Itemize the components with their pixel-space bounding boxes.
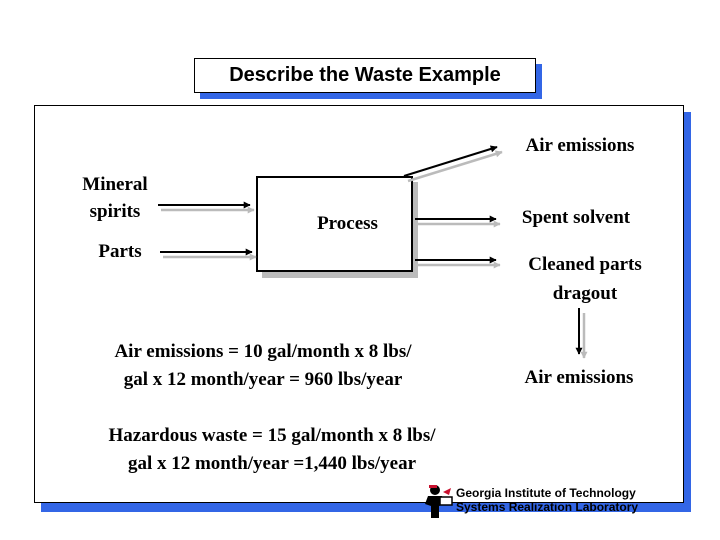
label-mineral: Mineral: [82, 174, 148, 195]
process-box: [256, 176, 413, 272]
formula-air-line1: Air emissions = 10 gal/month x 8 lbs/: [114, 341, 412, 362]
formula-haz-line1: Hazardous waste = 15 gal/month x 8 lbs/: [108, 425, 436, 446]
label-process: Process: [317, 213, 378, 234]
formula-air-line2: gal x 12 month/year = 960 lbs/year: [123, 369, 403, 390]
arrow-dragout-down: [575, 308, 588, 359]
arrow-mineral-spirits: [158, 201, 255, 214]
formula-haz-line2: gal x 12 month/year =1,440 lbs/year: [127, 453, 417, 474]
footer-org-text: Georgia Institute of Technology Systems …: [456, 486, 638, 514]
label-spirits: spirits: [89, 201, 141, 222]
arrow-parts: [160, 248, 257, 261]
slide-title: Describe the Waste Example: [194, 58, 536, 93]
label-air-emissions-bottom: Air emissions: [524, 367, 634, 388]
georgia-tech-logo-icon: [425, 485, 453, 518]
main-panel: [34, 105, 684, 503]
label-dragout: dragout: [552, 283, 618, 304]
label-parts: Parts: [98, 241, 142, 262]
arrow-air-emissions-top: [403, 145, 503, 183]
footer-org-line2: Systems Realization Laboratory: [456, 500, 639, 514]
arrow-cleaned-parts: [415, 256, 501, 269]
label-air-emissions-top: Air emissions: [525, 135, 635, 156]
footer-org-line1: Georgia Institute of Technology: [456, 486, 636, 500]
label-spent-solvent: Spent solvent: [521, 207, 631, 228]
label-cleaned-parts: Cleaned parts: [528, 254, 642, 275]
arrow-spent-solvent: [415, 215, 501, 228]
